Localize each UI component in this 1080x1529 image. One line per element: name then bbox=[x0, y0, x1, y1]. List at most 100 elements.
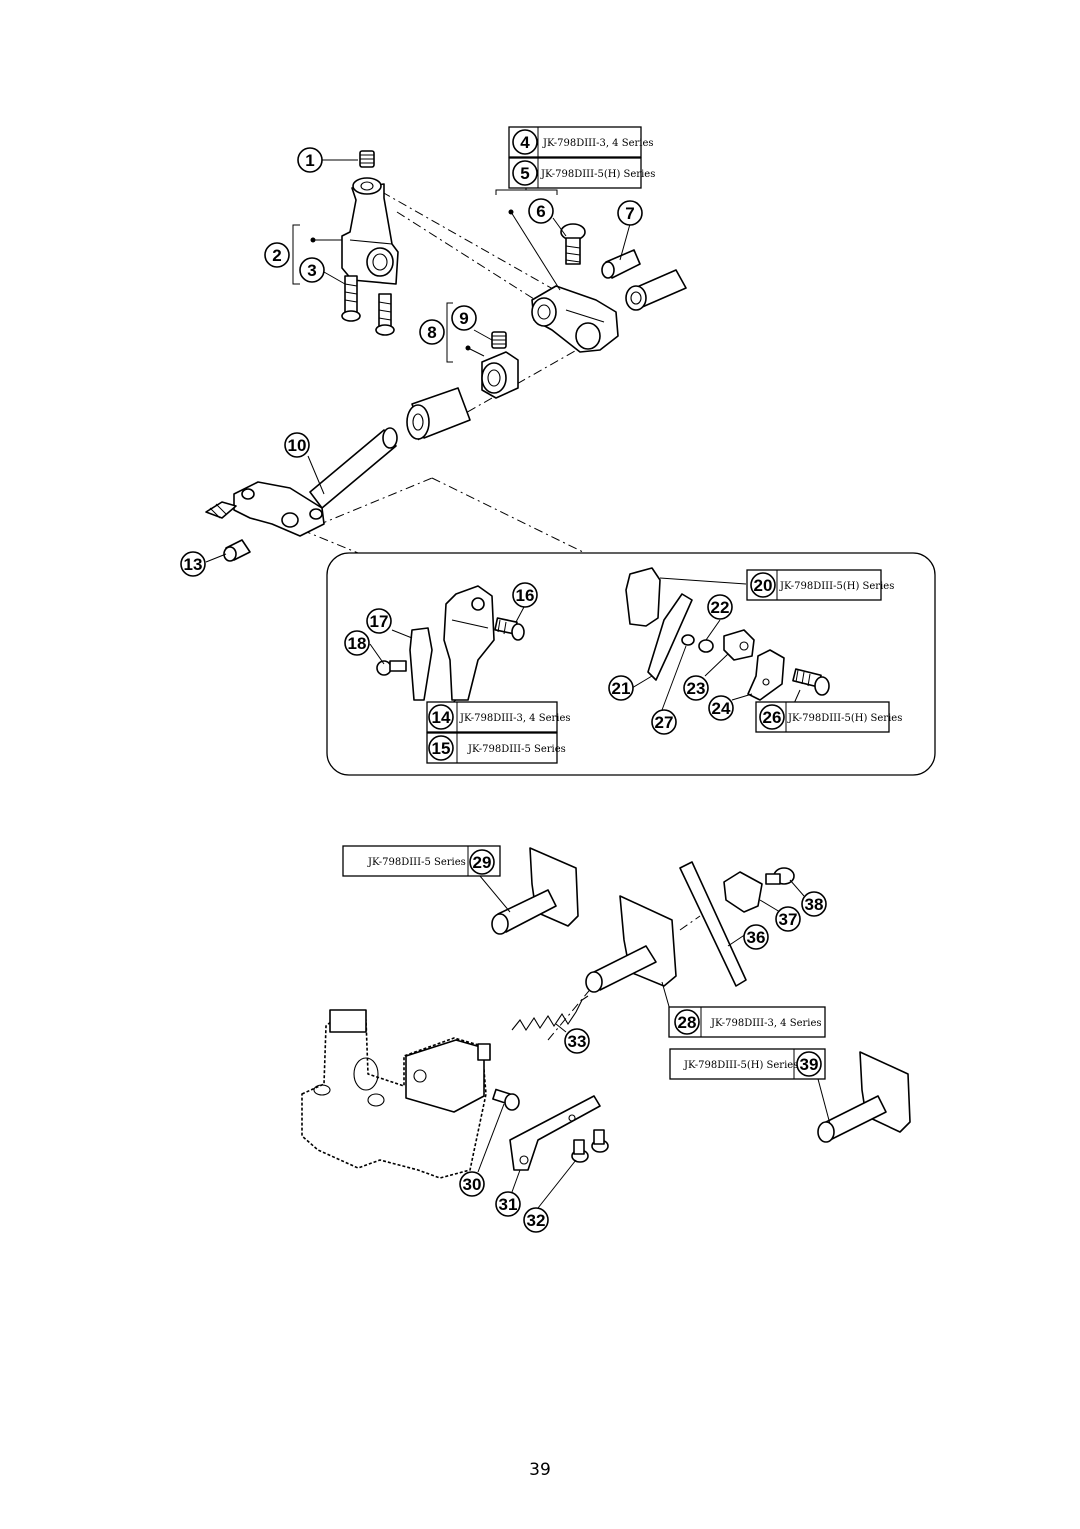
callout-number: 22 bbox=[711, 598, 730, 617]
callout-4: 4 bbox=[512, 129, 538, 155]
callout-29: 29 bbox=[469, 849, 495, 875]
part-24-plate bbox=[747, 649, 785, 701]
callout-number: 2 bbox=[272, 246, 281, 265]
callout-number: 4 bbox=[520, 133, 530, 152]
callout-number: 36 bbox=[747, 928, 766, 947]
callout-15: 15 bbox=[428, 735, 454, 761]
callout-6: 6 bbox=[528, 198, 554, 224]
callout-number: 31 bbox=[499, 1195, 518, 1214]
callout-circle bbox=[451, 305, 477, 331]
callout-number: 15 bbox=[432, 739, 451, 758]
callout-18: 18 bbox=[344, 630, 370, 656]
callout-circle bbox=[459, 1171, 485, 1197]
callout-37: 37 bbox=[775, 906, 801, 932]
callout-number: 32 bbox=[527, 1211, 546, 1230]
part-2-screws bbox=[341, 275, 395, 336]
part-10-shaft bbox=[205, 427, 398, 537]
callout-22: 22 bbox=[707, 594, 733, 620]
callout-number: 39 bbox=[800, 1055, 819, 1074]
part-30-screw bbox=[492, 1088, 520, 1111]
part-17-knife bbox=[409, 627, 433, 701]
callout-circle bbox=[796, 1051, 822, 1077]
callout-21: 21 bbox=[608, 675, 634, 701]
callout-circle bbox=[344, 630, 370, 656]
callout-number: 28 bbox=[678, 1013, 697, 1032]
series-text-4: JK-798DIII-5(H) Series bbox=[540, 169, 655, 180]
callout-circle bbox=[180, 551, 206, 577]
part-16-screw bbox=[494, 617, 525, 641]
bracket-dot bbox=[508, 209, 514, 215]
callout-13: 13 bbox=[180, 551, 206, 577]
part-38-screw bbox=[765, 867, 795, 885]
series-text-14: JK-798DIII-3, 4 Series bbox=[459, 713, 571, 724]
part-29-shaft-plate bbox=[491, 847, 579, 935]
callout-number: 24 bbox=[712, 699, 731, 718]
callout-20: 20 bbox=[750, 572, 776, 598]
callout-circle bbox=[759, 704, 785, 730]
callout-number: 30 bbox=[463, 1175, 482, 1194]
callout-1: 1 bbox=[297, 147, 323, 173]
part-18-screw bbox=[376, 660, 407, 676]
bracket-dot bbox=[465, 345, 471, 351]
part-3-4-crank bbox=[531, 285, 619, 353]
callout-circle bbox=[297, 147, 323, 173]
callout-circle bbox=[674, 1009, 700, 1035]
part-21-knife bbox=[647, 593, 693, 681]
callout-number: 1 bbox=[305, 151, 314, 170]
callout-number: 29 bbox=[473, 853, 492, 872]
callout-38: 38 bbox=[801, 891, 827, 917]
callout-circle bbox=[743, 924, 769, 950]
series-text-39: JK-798DIII-5(H) Series bbox=[683, 1060, 798, 1071]
part-32-screws bbox=[571, 1129, 609, 1163]
callout-8: 8 bbox=[419, 319, 445, 345]
callout-24: 24 bbox=[708, 695, 734, 721]
part-1-lever bbox=[341, 177, 399, 285]
part-23-block bbox=[723, 629, 755, 661]
callout-circle bbox=[683, 675, 709, 701]
bracket-dot bbox=[310, 237, 316, 243]
page-number: 39 bbox=[529, 1460, 551, 1480]
base-casting bbox=[301, 1009, 491, 1179]
series-text-15: JK-798DIII-5 Series bbox=[467, 744, 566, 755]
callout-number: 21 bbox=[612, 679, 631, 698]
series-text-20: JK-798DIII-5(H) Series bbox=[779, 581, 894, 592]
callout-16: 16 bbox=[512, 582, 538, 608]
callout-number: 16 bbox=[516, 586, 535, 605]
part-8-collar bbox=[481, 351, 519, 399]
callout-27: 27 bbox=[651, 709, 677, 735]
callout-circle bbox=[707, 594, 733, 620]
part-20-bracket bbox=[625, 567, 661, 627]
callout-39: 39 bbox=[796, 1051, 822, 1077]
callout-circle bbox=[419, 319, 445, 345]
callout-circle bbox=[264, 242, 290, 268]
callout-23: 23 bbox=[683, 675, 709, 701]
series-text-29: JK-798DIII-5 Series bbox=[367, 857, 466, 868]
callout-circle bbox=[428, 704, 454, 730]
part-37-bracket bbox=[723, 871, 763, 913]
callout-number: 26 bbox=[763, 708, 782, 727]
callout-number: 3 bbox=[307, 261, 316, 280]
callout-circle bbox=[651, 709, 677, 735]
callout-circle bbox=[708, 695, 734, 721]
callout-number: 37 bbox=[779, 910, 798, 929]
callout-number: 23 bbox=[687, 679, 706, 698]
callout-circle bbox=[469, 849, 495, 875]
callout-number: 10 bbox=[288, 436, 307, 455]
part-26-screw bbox=[792, 668, 830, 696]
callout-30: 30 bbox=[459, 1171, 485, 1197]
series-text-3: JK-798DIII-3, 4 Series bbox=[542, 138, 654, 149]
callout-circle bbox=[750, 572, 776, 598]
callout-number: 6 bbox=[536, 202, 545, 221]
callout-circle bbox=[523, 1207, 549, 1233]
part-6-pin bbox=[601, 249, 687, 311]
callout-circle bbox=[366, 608, 392, 634]
callout-circle bbox=[801, 891, 827, 917]
bushing bbox=[406, 387, 471, 440]
callout-5: 5 bbox=[512, 160, 538, 186]
callout-circle bbox=[617, 200, 643, 226]
callout-number: 13 bbox=[184, 555, 203, 574]
callout-number: 20 bbox=[754, 576, 773, 595]
part-39-shaft-plate bbox=[817, 1051, 911, 1143]
